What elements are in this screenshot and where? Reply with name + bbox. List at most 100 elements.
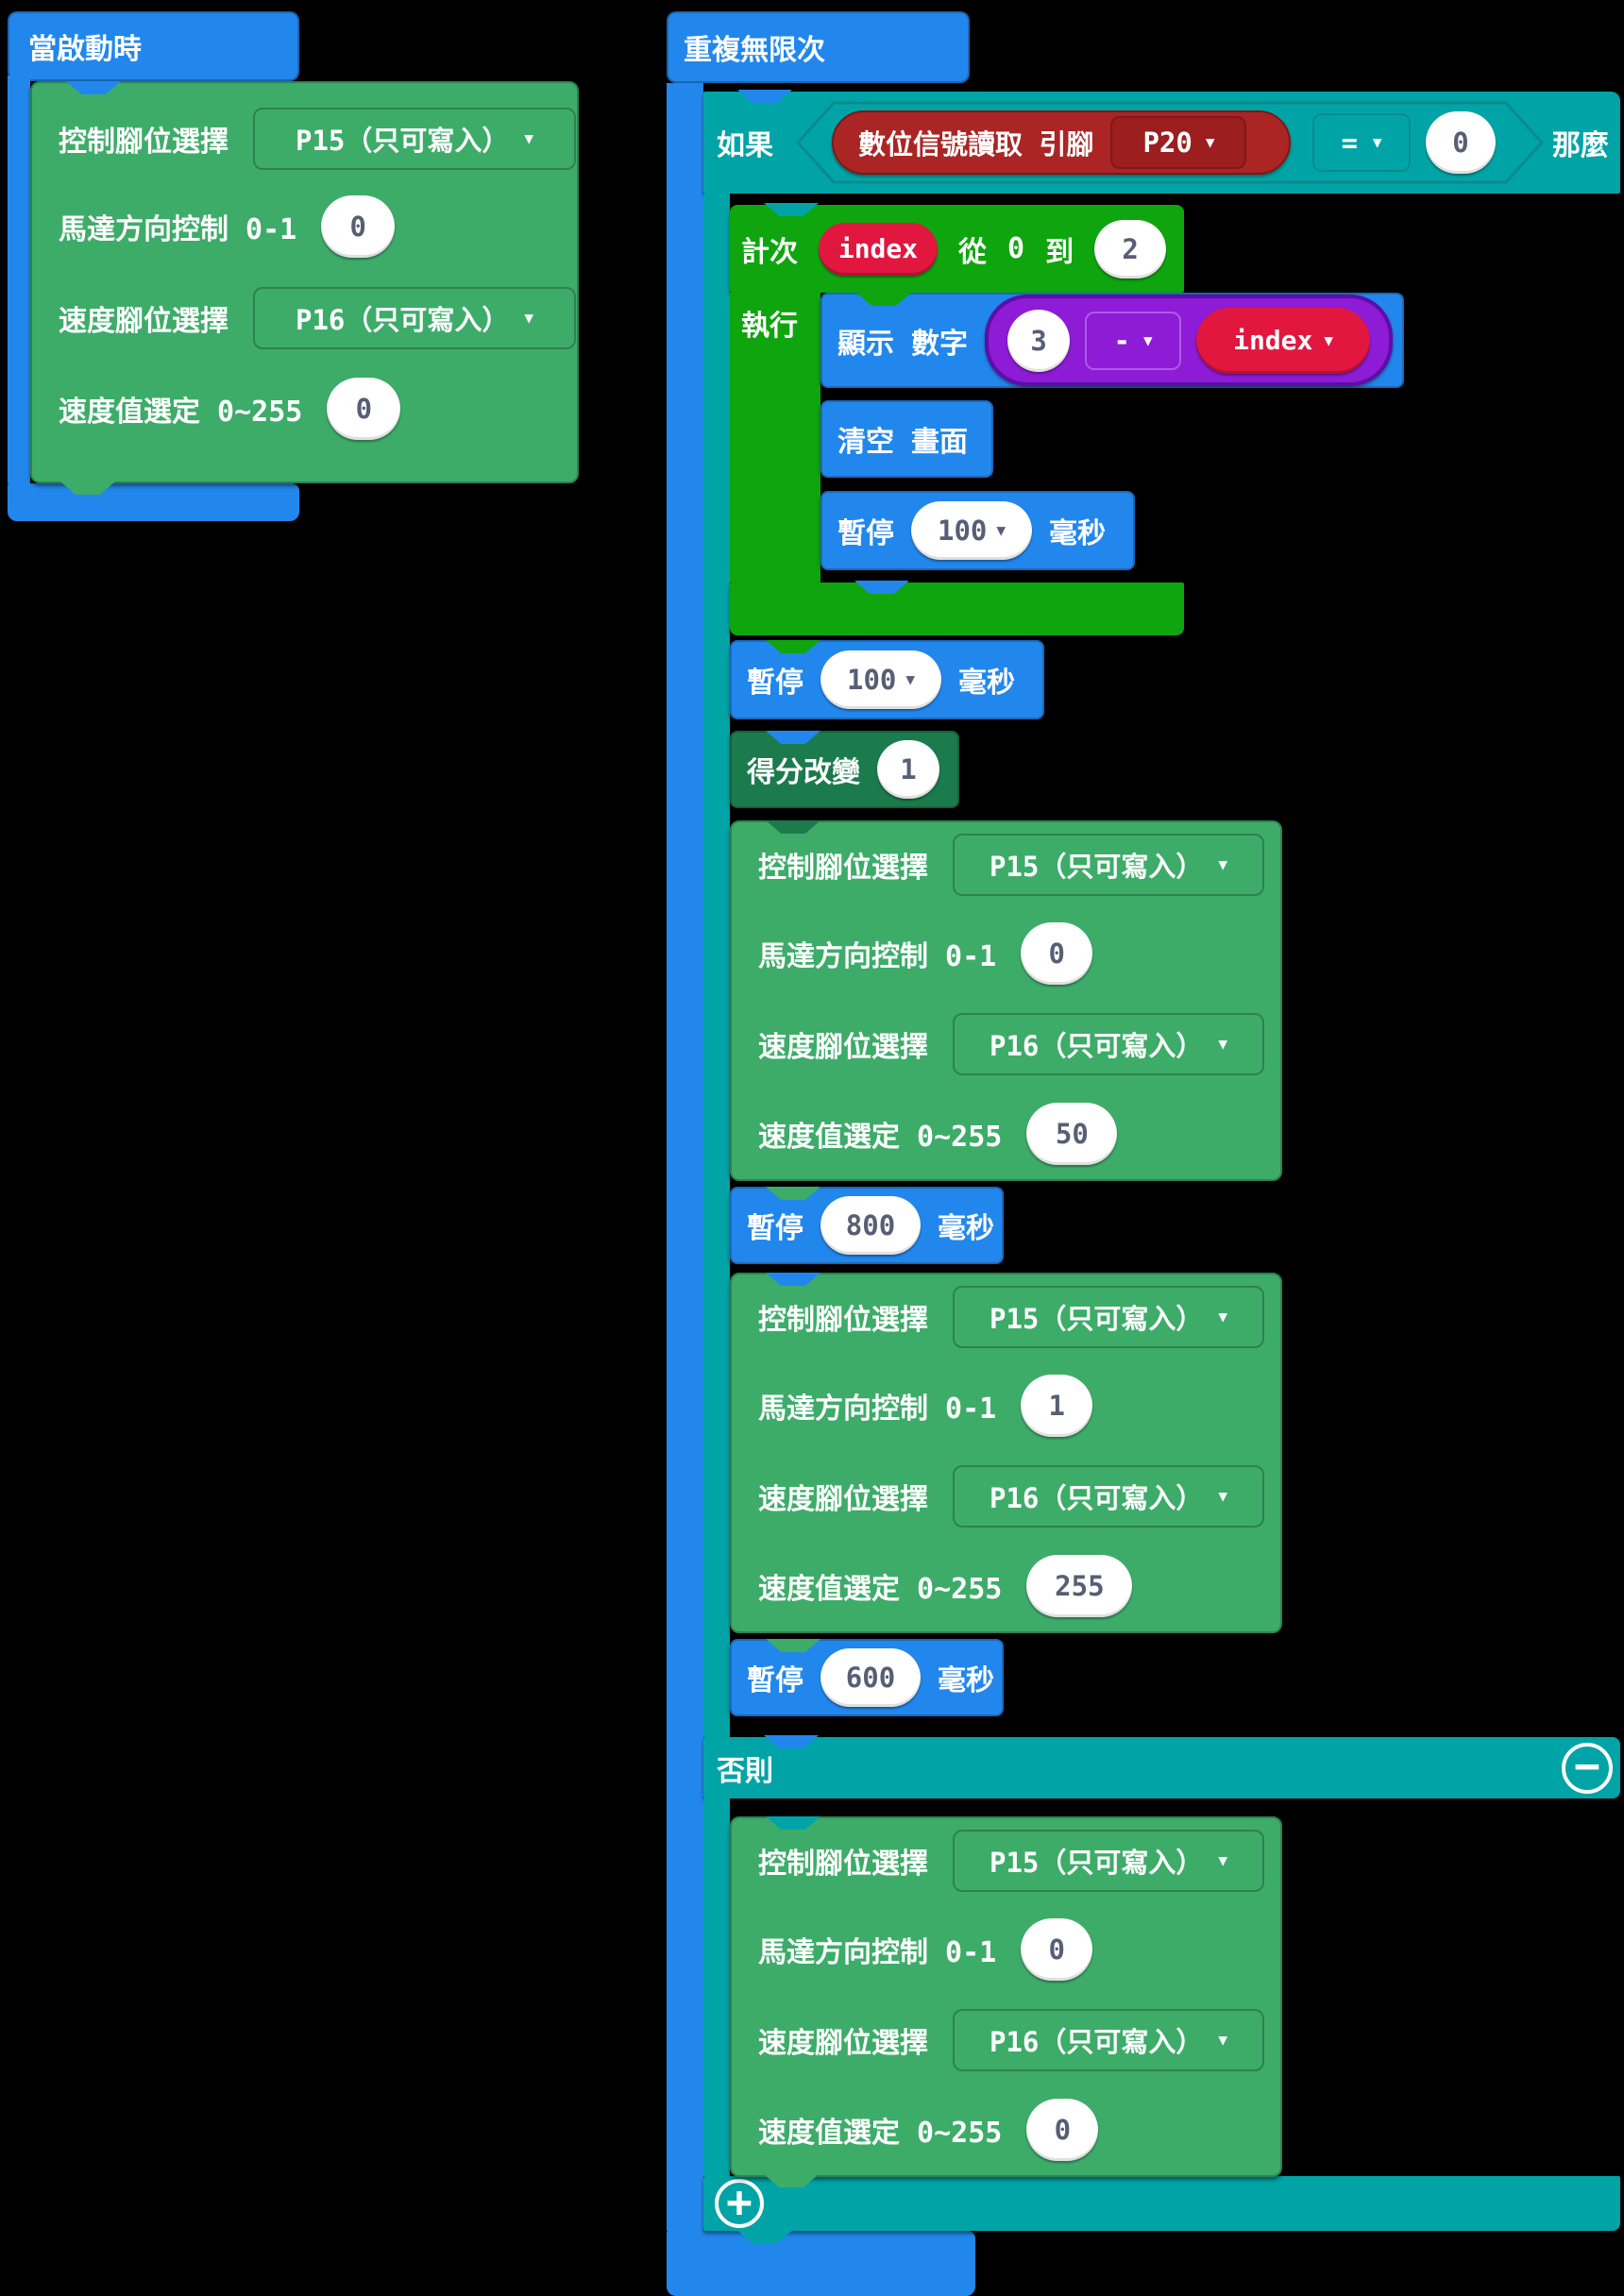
change-score-label: 得分改變 <box>747 756 860 789</box>
motor-row-label: 馬達方向控制 0-1 <box>758 940 997 973</box>
number-value: 1 <box>900 753 917 785</box>
show-number-block[interactable]: 顯示 數字 3 - ▼ index ▼ <box>820 293 1404 388</box>
pin-dropdown[interactable]: P16（只可寫入） ▼ <box>953 2009 1264 2071</box>
motor-row: 馬達方向控制 0-1 1 <box>758 1375 1093 1437</box>
else-bar[interactable]: 否則 − <box>703 1735 1620 1798</box>
forever-left-arm[interactable] <box>667 83 703 2231</box>
for-loop-block-top[interactable]: 計次 index 從 0 到 2 <box>730 203 1184 293</box>
pin-dropdown[interactable]: P16（只可寫入） ▼ <box>953 1465 1264 1528</box>
motor-row: 速度值選定 0~255 0 <box>758 2099 1099 2161</box>
number-input[interactable]: 0 <box>321 195 396 258</box>
chevron-down-icon: ▼ <box>1218 855 1228 873</box>
pause-duration-dropdown[interactable]: 100 ▼ <box>820 650 941 709</box>
number-input[interactable]: 0 <box>327 378 401 440</box>
number-input[interactable]: 0 <box>1021 1918 1093 1981</box>
dropdown-value: P20 <box>1142 127 1193 159</box>
pause-block[interactable]: 暫停 800 毫秒 <box>730 1187 1004 1264</box>
forever-label: 重複無限次 <box>684 34 825 67</box>
pin-dropdown[interactable]: P16（只可寫入） ▼ <box>253 287 576 349</box>
pause-label: 暫停 <box>747 1212 804 1245</box>
number-input[interactable]: 600 <box>820 1648 921 1707</box>
pin-dropdown[interactable]: P15（只可寫入） ▼ <box>253 108 576 170</box>
motor-row: 控制腳位選擇 P15（只可寫入） ▼ <box>758 834 1264 896</box>
for-from-label: 從 <box>958 235 987 269</box>
number-input[interactable]: 0 <box>1021 922 1093 985</box>
motor-row-label: 控制腳位選擇 <box>758 1848 928 1881</box>
notch <box>764 1735 819 1748</box>
dropdown-value: P16（只可寫入） <box>989 1030 1204 1062</box>
math-subtract-block[interactable]: 3 - ▼ index ▼ <box>985 295 1394 386</box>
motor-row-label: 速度值選定 0~255 <box>758 2117 1003 2150</box>
pin-dropdown[interactable]: P20 ▼ <box>1110 116 1247 169</box>
if-block-top-bar[interactable]: 如果 數位信號讀取 引腳 P20 ▼ = ▼ 0 那麼 <box>703 90 1620 194</box>
digital-read-block[interactable]: 數位信號讀取 引腳 P20 ▼ <box>832 110 1291 175</box>
change-score-block[interactable]: 得分改變 1 <box>730 731 959 808</box>
math-operator-dropdown[interactable]: - ▼ <box>1085 311 1182 370</box>
motor-control-block-stop[interactable]: 控制腳位選擇 P15（只可寫入） ▼ 馬達方向控制 0-1 0 速度腳位選擇 P… <box>730 1816 1282 2177</box>
pause-duration-dropdown[interactable]: 100 ▼ <box>911 501 1032 560</box>
number-value: 0 <box>1048 1933 1065 1966</box>
minus-circle-icon[interactable]: − <box>1562 1742 1613 1794</box>
number-value: 255 <box>1055 1570 1105 1602</box>
number-input[interactable]: 50 <box>1026 1103 1118 1165</box>
notch <box>766 1816 820 1830</box>
chevron-down-icon: ▼ <box>905 670 916 688</box>
pause-label: 暫停 <box>747 1664 804 1697</box>
pause-unit-label: 毫秒 <box>938 1664 994 1697</box>
if-block-bottom-bar[interactable]: + <box>703 2174 1620 2231</box>
number-input[interactable]: 0 <box>1426 111 1496 174</box>
number-input[interactable]: 0 <box>1026 2099 1099 2161</box>
variable-pill[interactable]: index ▼ <box>1196 307 1371 374</box>
motor-row-label: 馬達方向控制 0-1 <box>758 1936 997 1969</box>
if-block-left-arm-2[interactable] <box>703 1798 730 2176</box>
motor-control-block-reverse[interactable]: 控制腳位選擇 P15（只可寫入） ▼ 馬達方向控制 0-1 1 速度腳位選擇 P… <box>730 1273 1282 1633</box>
comparison-operator-dropdown[interactable]: = ▼ <box>1312 113 1411 172</box>
pause-unit-label: 毫秒 <box>1049 517 1106 550</box>
number-input[interactable]: 255 <box>1026 1555 1133 1617</box>
number-input[interactable]: 3 <box>1007 309 1071 372</box>
for-loop-bottom-bar[interactable] <box>730 581 1184 635</box>
chevron-down-icon: ▼ <box>1205 133 1215 151</box>
number-value: 0 <box>1452 127 1469 159</box>
for-loop-left-arm[interactable]: 執行 <box>730 293 820 582</box>
plus-circle-icon[interactable]: + <box>715 2179 764 2228</box>
pause-unit-label: 毫秒 <box>958 667 1015 700</box>
motor-control-block-onstart[interactable]: 控制腳位選擇 P15（只可寫入） ▼ 馬達方向控制 0-1 0 速度腳位選擇 P… <box>30 81 579 483</box>
chevron-down-icon: ▼ <box>1218 1487 1228 1505</box>
pause-block[interactable]: 暫停 600 毫秒 <box>730 1639 1004 1716</box>
motor-row: 控制腳位選擇 P15（只可寫入） ▼ <box>59 108 576 170</box>
clear-screen-block[interactable]: 清空 畫面 <box>820 400 993 478</box>
dropdown-value: P15（只可寫入） <box>989 851 1204 883</box>
number-input[interactable]: 1 <box>1021 1375 1093 1437</box>
number-value: 2 <box>1122 232 1139 265</box>
show-number-label: 顯示 數字 <box>837 327 969 361</box>
hexagon-slot <box>796 101 1544 184</box>
chevron-down-icon: ▼ <box>524 309 534 327</box>
if-block-left-arm[interactable] <box>703 194 730 1737</box>
number-value: 3 <box>1030 324 1047 357</box>
motor-row-label: 速度腳位選擇 <box>758 2027 928 2060</box>
number-input[interactable]: 800 <box>820 1196 921 1255</box>
on-start-left-arm[interactable] <box>8 76 30 483</box>
forever-block-header[interactable]: 重複無限次 <box>667 11 970 83</box>
forever-bottom-bar[interactable] <box>667 2229 975 2296</box>
motor-row-label: 速度腳位選擇 <box>758 1483 928 1516</box>
pause-unit-label: 毫秒 <box>938 1212 994 1245</box>
number-input[interactable]: 2 <box>1094 219 1167 279</box>
pin-dropdown[interactable]: P15（只可寫入） ▼ <box>953 1286 1264 1348</box>
number-value: 100 <box>846 664 897 696</box>
pin-dropdown[interactable]: P15（只可寫入） ▼ <box>953 834 1264 896</box>
dropdown-value: P15（只可寫入） <box>989 1847 1204 1879</box>
number-value: 50 <box>1055 1118 1089 1150</box>
pin-dropdown[interactable]: P15（只可寫入） ▼ <box>953 1830 1264 1892</box>
number-input[interactable]: 1 <box>877 740 939 799</box>
pin-dropdown[interactable]: P16（只可寫入） ▼ <box>953 1013 1264 1075</box>
motor-row-label: 馬達方向控制 0-1 <box>59 213 297 246</box>
pause-block[interactable]: 暫停 100 ▼ 毫秒 <box>730 640 1044 719</box>
on-start-block-header[interactable]: 當啟動時 <box>8 11 299 81</box>
motor-control-block-forward[interactable]: 控制腳位選擇 P15（只可寫入） ▼ 馬達方向控制 0-1 0 速度腳位選擇 P… <box>730 820 1282 1181</box>
motor-row: 速度腳位選擇 P16（只可寫入） ▼ <box>59 287 576 349</box>
pause-block[interactable]: 暫停 100 ▼ 毫秒 <box>820 491 1135 570</box>
variable-pill[interactable]: index <box>819 222 938 276</box>
on-start-bottom-bar[interactable] <box>8 481 299 521</box>
